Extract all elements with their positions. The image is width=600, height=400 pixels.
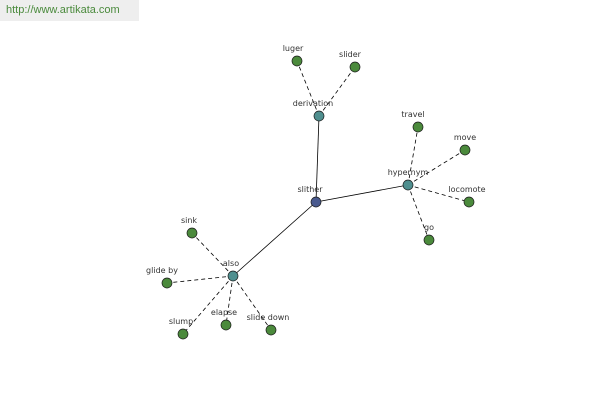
node-hypernym[interactable] (402, 179, 414, 191)
node-glide-by[interactable] (161, 277, 173, 289)
node-slump[interactable] (177, 328, 189, 340)
label-go: go (424, 223, 434, 232)
graph-nodes (161, 55, 475, 340)
edge-hypernym-locomote (407, 184, 470, 203)
label-root: slither (297, 185, 323, 194)
node-elapse[interactable] (220, 319, 232, 331)
node-locomote[interactable] (463, 196, 475, 208)
node-derivation[interactable] (313, 110, 325, 122)
label-derivation: derivation (293, 99, 333, 108)
label-travel: travel (401, 110, 424, 119)
label-locomote: locomote (448, 185, 485, 194)
label-hypernym: hypernym (388, 168, 429, 177)
site-url-watermark: http://www.artikata.com (0, 0, 139, 21)
label-sink: sink (181, 216, 197, 225)
edge-root-hypernym (315, 184, 409, 203)
edge-also-slump (182, 275, 234, 335)
node-slider[interactable] (349, 61, 361, 73)
edge-hypernym-go (407, 184, 430, 241)
graph-labels: slither derivation hypernym also luger slider… (146, 44, 486, 326)
label-move: move (454, 133, 476, 142)
label-slider: slider (339, 50, 362, 59)
graph-edges (166, 60, 470, 335)
edge-hypernym-travel (407, 126, 419, 186)
node-move[interactable] (459, 144, 471, 156)
label-slide-down: slide down (247, 313, 290, 322)
node-slide-down[interactable] (265, 324, 277, 336)
edge-also-elapse (225, 275, 234, 326)
node-go[interactable] (423, 234, 435, 246)
label-also: also (223, 259, 239, 268)
edge-root-derivation (315, 115, 320, 203)
edge-also-glide-by (166, 275, 234, 284)
label-slump: slump (169, 317, 193, 326)
label-glide-by: glide by (146, 266, 178, 275)
label-luger: luger (283, 44, 304, 53)
edge-also-sink (191, 232, 234, 277)
label-elapse: elapse (211, 308, 237, 317)
node-root[interactable] (310, 196, 322, 208)
node-luger[interactable] (291, 55, 303, 67)
edge-root-also (232, 201, 317, 277)
node-sink[interactable] (186, 227, 198, 239)
node-travel[interactable] (412, 121, 424, 133)
edge-derivation-luger (296, 60, 320, 117)
edge-derivation-slider (318, 66, 356, 117)
node-also[interactable] (227, 270, 239, 282)
